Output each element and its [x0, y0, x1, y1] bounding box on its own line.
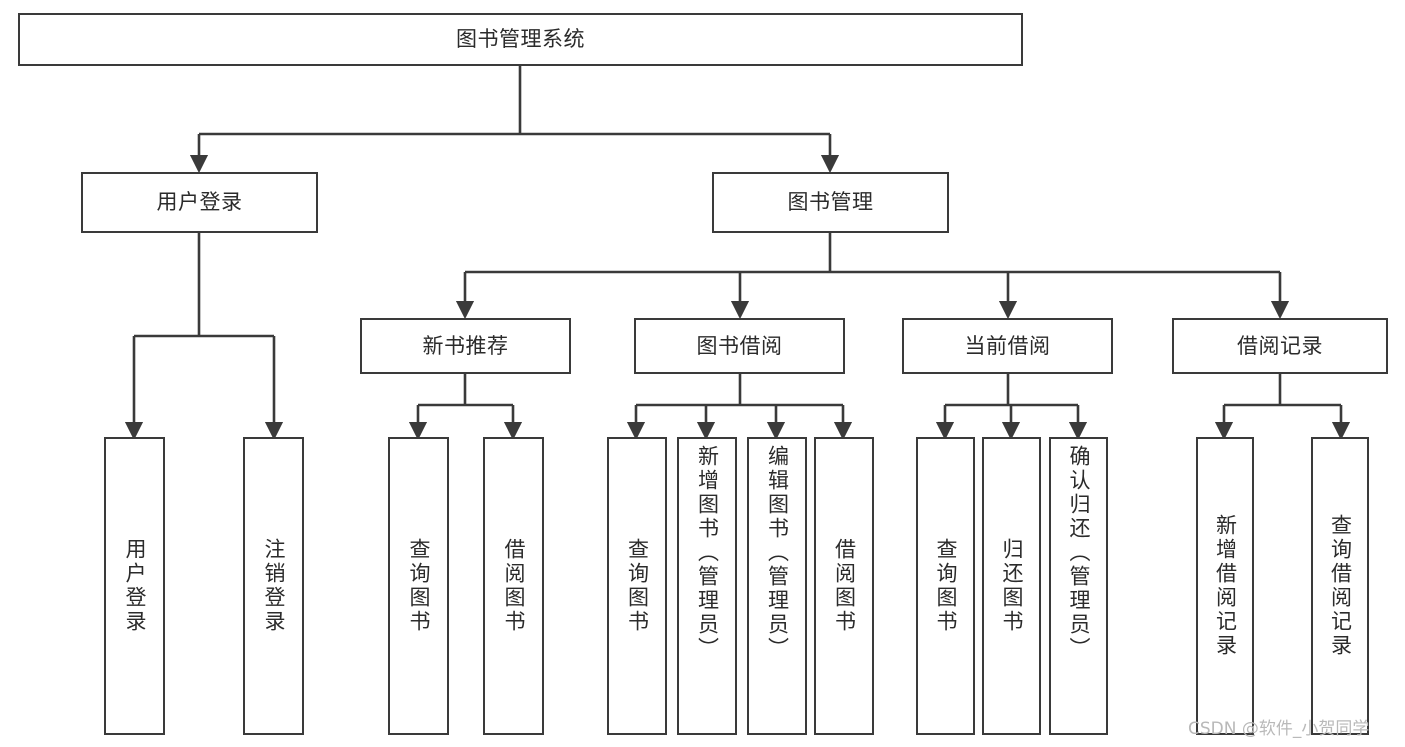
leaf-new-book-query-books[interactable]: 查询图书 [388, 437, 449, 735]
leaf-borrow-record-add-record[interactable]: 新增借阅记录 [1196, 437, 1254, 735]
node-root-book-management-system[interactable]: 图书管理系统 [18, 13, 1023, 66]
node-label: 借阅记录 [1237, 333, 1323, 358]
node-label: 图书借阅 [696, 333, 783, 358]
leaf-current-borrow-confirm-return-admin[interactable]: 确认归还（管理员） [1049, 437, 1108, 735]
node-user-login[interactable]: 用户登录 [81, 172, 318, 233]
leaf-book-borrow-query-books[interactable]: 查询图书 [607, 437, 667, 735]
node-book-management[interactable]: 图书管理 [712, 172, 949, 233]
leaf-book-borrow-borrow-books[interactable]: 借阅图书 [814, 437, 874, 735]
node-label: 新书推荐 [422, 333, 509, 358]
leaf-current-borrow-return-books[interactable]: 归还图书 [982, 437, 1041, 735]
node-label: 当前借阅 [964, 333, 1051, 358]
leaf-new-book-borrow-books[interactable]: 借阅图书 [483, 437, 544, 735]
node-new-book-recommendation[interactable]: 新书推荐 [360, 318, 571, 374]
node-label: 新增图书（管理员） [695, 445, 720, 661]
node-borrowing-records[interactable]: 借阅记录 [1172, 318, 1388, 374]
csdn-watermark: CSDN @软件_小贺同学 [1188, 719, 1370, 739]
node-label: 借阅图书 [832, 538, 857, 634]
leaf-user-login-sign-in[interactable]: 用户登录 [104, 437, 165, 735]
node-label: 用户登录 [123, 538, 147, 634]
node-book-borrowing[interactable]: 图书借阅 [634, 318, 845, 374]
node-label: 查询图书 [407, 538, 431, 634]
node-label: 查询图书 [625, 538, 650, 634]
leaf-borrow-record-query-record[interactable]: 查询借阅记录 [1311, 437, 1369, 735]
leaf-book-borrow-edit-book-admin[interactable]: 编辑图书（管理员） [747, 437, 807, 735]
node-label: 注销登录 [262, 538, 286, 634]
node-label: 用户登录 [156, 190, 243, 215]
node-label: 图书管理 [787, 190, 874, 215]
node-label: 确认归还（管理员） [1067, 445, 1091, 661]
node-label: 借阅图书 [502, 538, 526, 634]
leaf-user-login-sign-out[interactable]: 注销登录 [243, 437, 304, 735]
node-label: 编辑图书（管理员） [765, 445, 790, 661]
node-label: 图书管理系统 [456, 27, 585, 52]
node-label: 查询图书 [934, 538, 958, 634]
node-label: 查询借阅记录 [1328, 514, 1353, 658]
node-label: 新增借阅记录 [1213, 514, 1238, 658]
leaf-book-borrow-add-book-admin[interactable]: 新增图书（管理员） [677, 437, 737, 735]
node-current-borrowing[interactable]: 当前借阅 [902, 318, 1113, 374]
node-label: 归还图书 [1000, 538, 1024, 634]
leaf-current-borrow-query-books[interactable]: 查询图书 [916, 437, 975, 735]
